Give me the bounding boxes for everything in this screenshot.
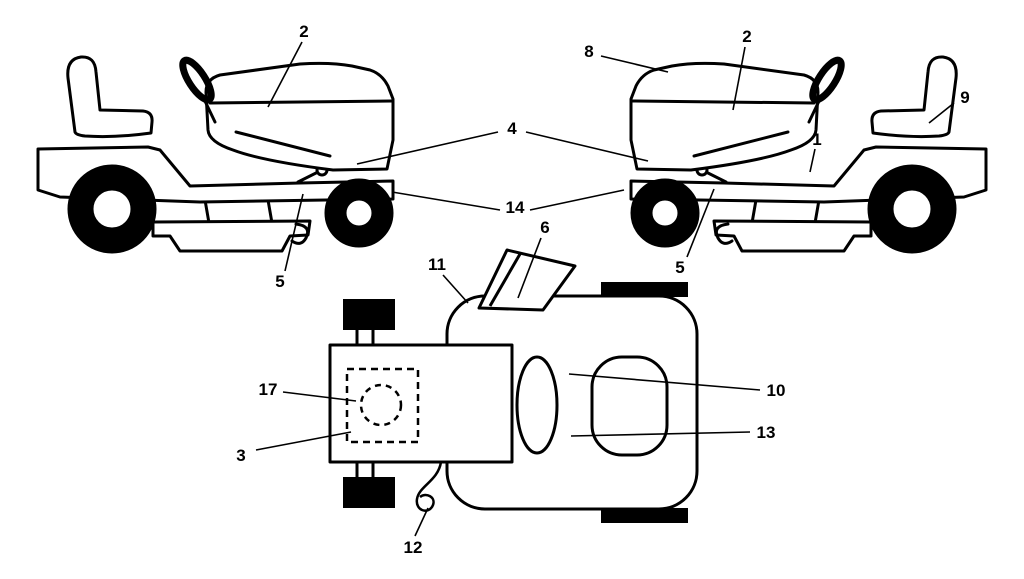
dashed-cap-outline <box>359 383 403 427</box>
callout-label-9: 9 <box>960 88 969 107</box>
callout-label-2-left: 2 <box>299 22 308 41</box>
leader-12 <box>414 507 429 537</box>
right-side-tractor <box>631 56 986 252</box>
leader-14-left <box>391 191 501 211</box>
left-side-view <box>38 56 393 252</box>
leader-1 <box>809 148 816 173</box>
leader-3 <box>255 431 352 451</box>
leader-6 <box>517 237 542 299</box>
callout-label-6: 6 <box>540 218 549 237</box>
callout-label-4: 4 <box>507 119 517 138</box>
callout-label-13: 13 <box>757 423 776 442</box>
leader-13 <box>570 431 751 437</box>
leader-lines <box>255 41 955 537</box>
callout-labels: 2 4 14 8 2 9 1 5 5 6 11 17 10 13 3 12 <box>236 22 969 557</box>
rear-wheel-top-upper <box>601 282 688 297</box>
leader-9 <box>928 102 955 124</box>
leader-2-right <box>732 46 746 111</box>
callout-label-17: 17 <box>259 380 278 399</box>
callout-label-5-right: 5 <box>675 258 684 277</box>
callout-label-10: 10 <box>767 381 786 400</box>
leader-5-left <box>284 193 304 272</box>
callout-label-14: 14 <box>506 198 525 217</box>
engine-box <box>328 343 514 464</box>
leader-2-left <box>267 41 303 108</box>
front-wheel-top-lower <box>343 477 395 508</box>
leader-4-right <box>525 131 649 162</box>
callout-label-1: 1 <box>812 130 821 149</box>
callout-label-2-right: 2 <box>742 27 751 46</box>
top-seat <box>590 355 669 457</box>
leader-10 <box>568 373 761 391</box>
callout-label-5-left: 5 <box>275 272 284 291</box>
leader-14-right <box>529 189 625 211</box>
leader-8 <box>600 55 669 73</box>
leader-5-right <box>686 188 715 258</box>
top-steering-wheel <box>515 355 559 455</box>
right-side-view <box>631 56 986 252</box>
chute-fold-line <box>488 253 522 307</box>
rear-wheel-top-lower <box>601 508 688 523</box>
discharge-chute <box>477 248 577 312</box>
callout-label-12: 12 <box>404 538 423 557</box>
callout-label-11: 11 <box>428 255 446 274</box>
leader-11 <box>442 274 469 304</box>
front-wheel-top-upper <box>343 299 395 330</box>
leader-4-left <box>356 131 499 165</box>
leader-17 <box>282 391 357 402</box>
cable-loop <box>415 461 443 512</box>
top-view <box>328 248 699 523</box>
callout-label-8: 8 <box>584 42 593 61</box>
left-side-tractor <box>38 56 393 252</box>
callout-label-3: 3 <box>236 446 245 465</box>
